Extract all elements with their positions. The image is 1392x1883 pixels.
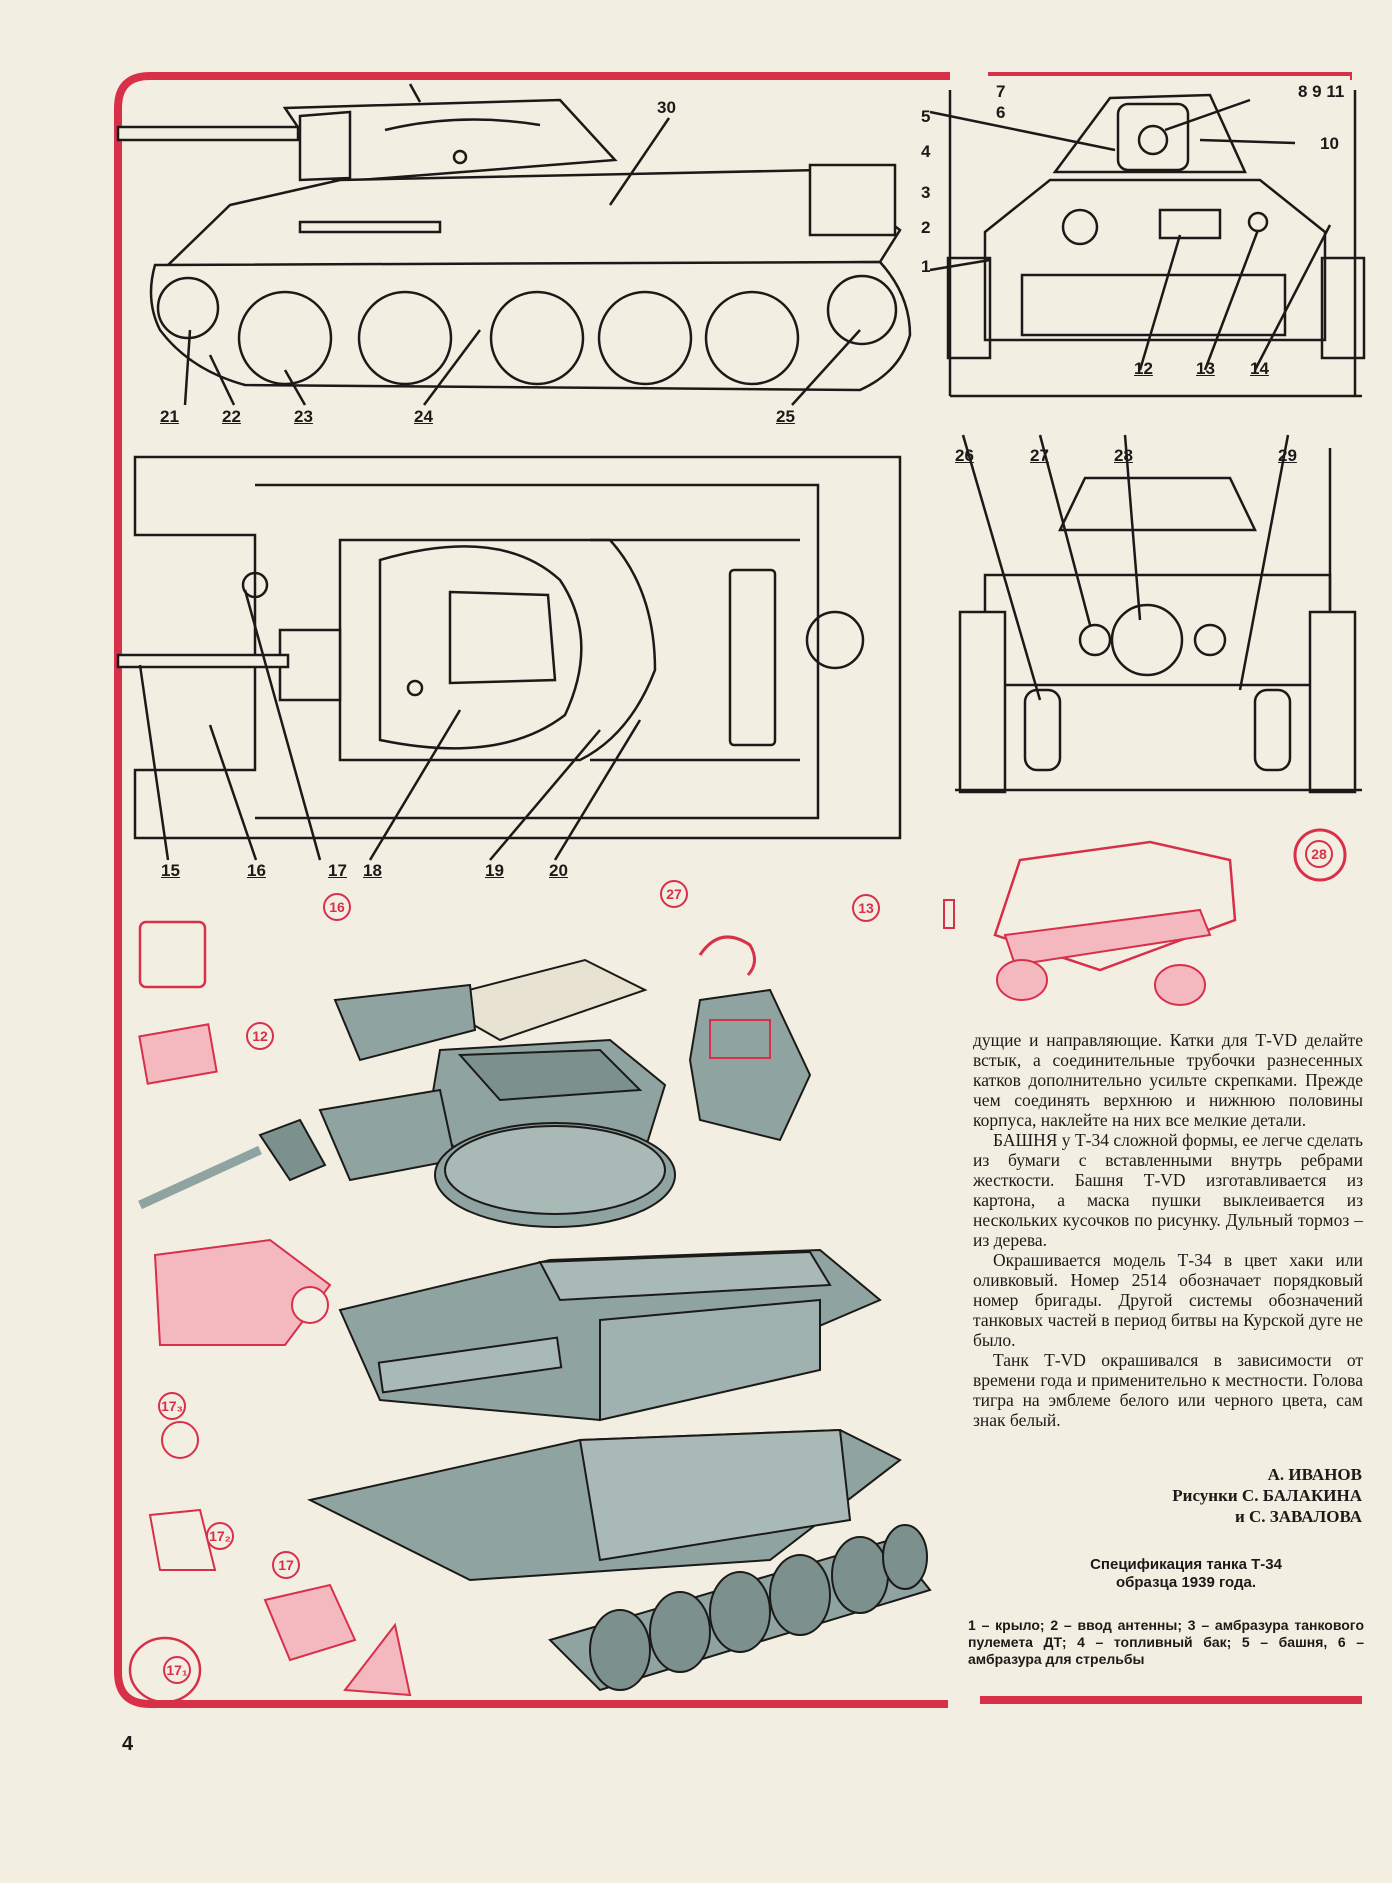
callout-29: 29 bbox=[1278, 446, 1297, 465]
callout-10: 10 bbox=[1320, 134, 1339, 153]
top-view-drawing bbox=[116, 455, 902, 861]
red-callout-17-1: 17₁ bbox=[163, 1656, 191, 1684]
callout-1: 1 bbox=[921, 257, 931, 276]
callout-15: 15 bbox=[161, 861, 180, 880]
callout-16: 16 bbox=[247, 861, 266, 880]
callout-14: 14 bbox=[1250, 359, 1269, 378]
callout-24: 24 bbox=[414, 407, 433, 426]
article-text: дущие и направляющие. Катки для Т-VD дел… bbox=[973, 1030, 1363, 1430]
red-callout-27: 27 bbox=[660, 880, 688, 908]
red-callout-12: 12 bbox=[246, 1022, 274, 1050]
callout-27: 27 bbox=[1030, 446, 1049, 465]
callout-20: 20 bbox=[549, 861, 568, 880]
red-callout-28: 28 bbox=[1305, 840, 1333, 868]
callout-17: 17 bbox=[328, 861, 347, 880]
callout-30: 30 bbox=[657, 98, 676, 117]
author-credit: А. ИВАНОВ bbox=[1267, 1465, 1362, 1484]
callout-21: 21 bbox=[160, 407, 179, 426]
callout-2: 2 bbox=[921, 218, 931, 237]
callout-25: 25 bbox=[776, 407, 795, 426]
callout-26: 26 bbox=[955, 446, 974, 465]
callout-18: 18 bbox=[363, 861, 382, 880]
callout-8-9-11: 8 9 11 bbox=[1298, 82, 1345, 101]
callout-13: 13 bbox=[1196, 359, 1215, 378]
assembly-drawing bbox=[128, 828, 1347, 1704]
red-callout-17-2: 17₂ bbox=[206, 1522, 234, 1550]
callout-7: 7 bbox=[996, 82, 1006, 101]
spec-title-line1: Спецификация танка Т-34 bbox=[1090, 1556, 1282, 1573]
red-callout-17-3: 17₃ bbox=[158, 1392, 186, 1420]
article-paragraph-2: БАШНЯ у Т-34 сложной формы, ее легче сде… bbox=[973, 1130, 1363, 1250]
side-view-drawing bbox=[116, 83, 912, 406]
callout-12: 12 bbox=[1134, 359, 1153, 378]
illustrators-credit-line2: и С. ЗАВАЛОВА bbox=[1234, 1507, 1362, 1526]
red-callout-17: 17 bbox=[272, 1551, 300, 1579]
red-callout-13: 13 bbox=[852, 894, 880, 922]
callout-23: 23 bbox=[294, 407, 313, 426]
rear-view-drawing bbox=[955, 434, 1362, 794]
callout-5: 5 bbox=[921, 107, 931, 126]
callout-3: 3 bbox=[921, 183, 931, 202]
callout-6: 6 bbox=[996, 103, 1006, 122]
callout-28: 28 bbox=[1114, 446, 1133, 465]
callout-4: 4 bbox=[921, 142, 931, 161]
article-paragraph-3: Окрашивается модель Т-34 в цвет хаки или… bbox=[973, 1250, 1363, 1350]
article-paragraph-1: дущие и направляющие. Катки для Т-VD дел… bbox=[973, 1030, 1363, 1130]
spec-text: 1 – крыло; 2 – ввод антенны; 3 – амбразу… bbox=[968, 1617, 1364, 1667]
illustrators-credit-line1: Рисунки С. БАЛАКИНА bbox=[1172, 1486, 1362, 1505]
red-callout-16: 16 bbox=[323, 893, 351, 921]
callout-19: 19 bbox=[485, 861, 504, 880]
front-view-drawing bbox=[929, 76, 1366, 398]
article-paragraph-4: Танк Т-VD окрашивался в зависимости от в… bbox=[973, 1350, 1363, 1430]
spec-title: Спецификация танка Т-34 образца 1939 год… bbox=[1010, 1556, 1362, 1592]
spec-title-line2: образца 1939 года. bbox=[1115, 1574, 1257, 1591]
callout-22: 22 bbox=[222, 407, 241, 426]
page-number: 4 bbox=[122, 1733, 134, 1755]
